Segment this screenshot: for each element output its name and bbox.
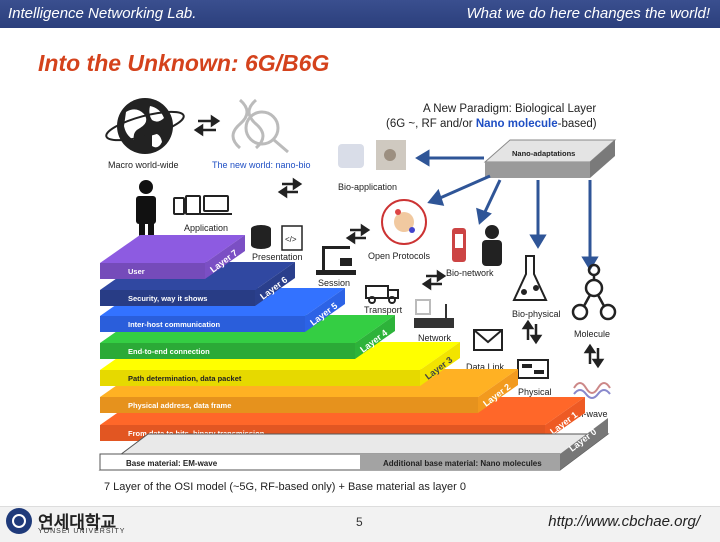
nano-world-label: The new world: nano-bio xyxy=(212,160,311,170)
code-file-icon: </> xyxy=(281,225,303,251)
em-wave-label: EM-wave xyxy=(570,409,608,419)
swap-icon-2 xyxy=(277,177,303,199)
osi-layers: From data to bits, binary transmissionLa… xyxy=(100,235,585,441)
nano-adaptations-box: Nano-adaptations xyxy=(483,139,617,178)
application-label: Application xyxy=(184,223,228,233)
university-logo-icon xyxy=(6,508,32,534)
molecule-icon xyxy=(571,263,617,321)
base-layer-desc: Base material: EM-wave xyxy=(126,459,218,468)
slide-title: Into the Unknown: 6G/B6G xyxy=(38,50,330,76)
wave-icon xyxy=(573,382,611,399)
arrows xyxy=(415,149,599,271)
globe-icon xyxy=(105,98,185,154)
transport-icon xyxy=(365,285,399,304)
data-link-label: Data Link xyxy=(466,362,505,372)
presentation-label: Presentation xyxy=(252,252,303,262)
layer-front-face xyxy=(100,290,255,306)
paradigm-line1: A New Paradigm: Biological Layer xyxy=(423,103,596,115)
devices-icon xyxy=(173,195,232,215)
layer-side-face xyxy=(305,288,345,332)
bio-physical-label: Bio-physical xyxy=(512,309,561,319)
swap-icon-3 xyxy=(345,223,371,245)
bio-application-label: Bio-application xyxy=(338,182,397,192)
university-name-en: YONSEI UNIVERSITY xyxy=(38,528,126,535)
macro-label: Macro world-wide xyxy=(108,160,179,170)
bio-application-image xyxy=(338,140,406,170)
layer-desc: User xyxy=(128,267,145,276)
open-protocols-icon xyxy=(381,199,427,245)
layer-desc: Security, way it shows xyxy=(128,294,207,303)
layer-side-face xyxy=(255,262,295,306)
updown-icon xyxy=(521,319,605,369)
layer-desc: Physical address, data frame xyxy=(128,401,231,410)
lab-name: Intelligence Networking Lab. xyxy=(8,5,197,22)
layer-side-face xyxy=(420,342,460,386)
layer-front-face xyxy=(100,316,305,332)
layer-desc: Inter-host communication xyxy=(128,320,221,329)
layer-front-face xyxy=(100,370,420,386)
network-label: Network xyxy=(418,333,452,343)
base-layer: Base material: EM-wave Additional base m… xyxy=(98,418,610,471)
swap-icon-4 xyxy=(421,269,447,291)
swap-icon xyxy=(193,114,221,137)
bio-network-label: Bio-network xyxy=(446,268,494,278)
layer-side-face xyxy=(478,369,518,413)
envelope-icon xyxy=(473,329,503,351)
svg-text:</>: </> xyxy=(285,235,297,244)
layer-side-face xyxy=(355,315,395,359)
layer-desc: End-to-end connection xyxy=(128,347,210,356)
layer-desc: Path determination, data packet xyxy=(128,374,242,383)
university-name-ko: 연세대학교 xyxy=(38,513,117,532)
bio-network-icon xyxy=(452,225,502,266)
tagline: What we do here changes the world! xyxy=(466,5,710,22)
osi-caption: 7 Layer of the OSI model (~5G, RF-based … xyxy=(104,481,466,493)
network-icon xyxy=(414,299,454,328)
base-layer-extra: Additional base material: Nano molecules xyxy=(383,459,542,468)
physical-label: Physical xyxy=(518,387,552,397)
layer-front-face xyxy=(100,343,355,359)
transport-label: Transport xyxy=(364,305,403,315)
circuit-icon xyxy=(517,359,549,379)
open-protocols-label: Open Protocols xyxy=(368,251,431,261)
molecule-label: Molecule xyxy=(574,329,610,339)
paradigm-line2: (6G ~, RF and/or Nano molecule-based) xyxy=(386,118,597,130)
footer-url[interactable]: http://www.cbchae.org/ xyxy=(548,513,700,530)
dna-magnifier-icon xyxy=(231,98,289,154)
nano-box-label: Nano-adaptations xyxy=(512,149,575,158)
layer-side-face xyxy=(545,397,585,441)
layer-top-face xyxy=(100,235,245,263)
layer-side-face xyxy=(205,235,245,279)
layer-front-face xyxy=(100,397,478,413)
flask-icon xyxy=(512,255,548,301)
crane-icon xyxy=(316,246,356,275)
header-bar: Intelligence Networking Lab. What we do … xyxy=(0,0,720,28)
footer-bar xyxy=(0,506,720,542)
layer-front-face xyxy=(100,263,205,279)
page-number: 5 xyxy=(356,515,363,529)
database-icon xyxy=(251,225,271,249)
session-label: Session xyxy=(318,278,350,288)
